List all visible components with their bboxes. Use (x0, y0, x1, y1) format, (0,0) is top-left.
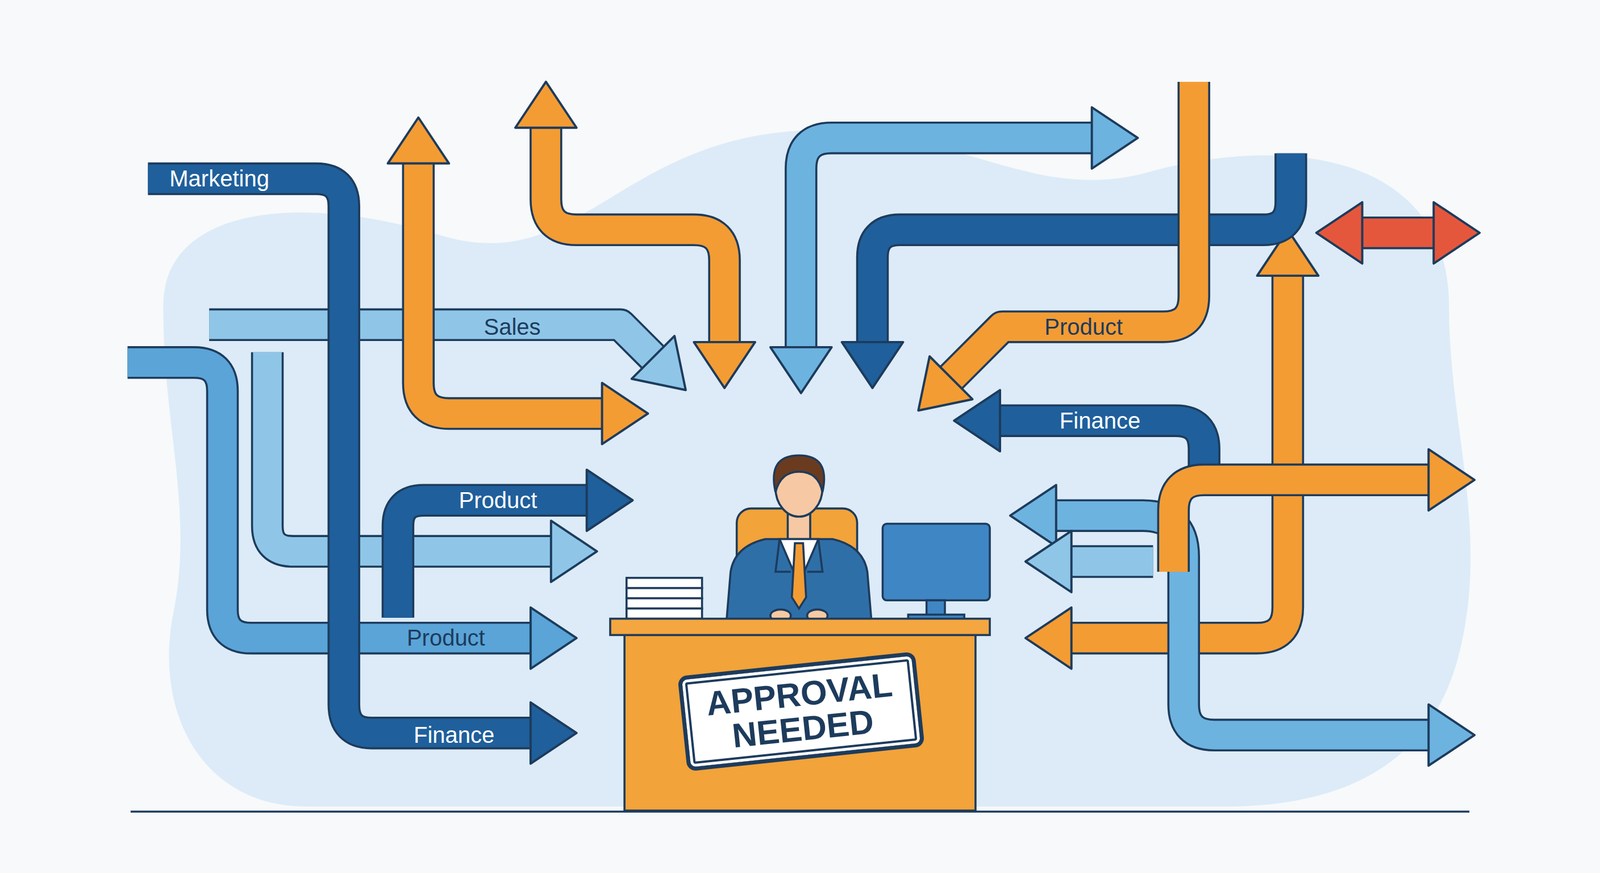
arrow-band (1025, 530, 1072, 593)
arrow-band (147, 178, 531, 733)
double-arrow (1433, 202, 1480, 264)
arrow-band (1173, 448, 1475, 572)
arrow-band (515, 81, 756, 389)
arrow-label: Product (1044, 315, 1123, 339)
arrow-band (530, 607, 577, 669)
double-arrow (1362, 218, 1435, 248)
arrow-band (387, 117, 449, 164)
arrow-band (418, 163, 602, 414)
office-desk (624, 634, 976, 811)
arrow-band (397, 500, 587, 618)
arrow-band (1010, 484, 1057, 547)
arrow-label: Product (458, 488, 537, 512)
arrow-label: Product (406, 626, 486, 649)
arrow-band (1428, 703, 1475, 766)
arrow-band (1025, 607, 1072, 669)
arrow-band (515, 81, 577, 128)
arrow-band (530, 702, 577, 764)
arrow-band (842, 153, 1291, 389)
arrow-band (918, 356, 973, 411)
arrow-band (397, 500, 587, 618)
arrow-band (1056, 515, 1429, 735)
arrow-band (147, 178, 577, 764)
paper-stack (626, 577, 703, 589)
person (773, 455, 825, 493)
arrow-band (1173, 479, 1429, 572)
arrow-band (693, 342, 756, 389)
arrow-band (209, 324, 686, 390)
arrow-band (770, 347, 832, 394)
arrow-band (418, 163, 602, 414)
arrow-band (631, 335, 686, 390)
computer-monitor (882, 523, 990, 622)
arrow-band (602, 382, 649, 445)
person (726, 538, 872, 621)
arrow-band (387, 117, 648, 445)
arrow-label: Finance (413, 723, 495, 747)
stamp-text: APPROVAL NEEDED (694, 665, 907, 757)
office-desk (610, 618, 990, 636)
arrow-band (953, 389, 1204, 480)
person (792, 543, 807, 609)
arrow-band (842, 342, 904, 389)
double-arrow (1316, 202, 1363, 264)
person (726, 455, 872, 622)
person (775, 538, 823, 572)
computer-monitor (926, 600, 945, 616)
paper-stack (626, 588, 703, 599)
arrow-band (1025, 530, 1153, 593)
paper-stack (626, 577, 703, 619)
arrow-band (546, 127, 725, 343)
arrow-band (1071, 547, 1154, 576)
arrow-band (586, 469, 633, 531)
arrow-band (1092, 107, 1139, 169)
paper-stack (626, 598, 703, 609)
arrow-band (546, 127, 725, 343)
arrow-band (1071, 544, 1154, 578)
arrow-label: Sales (484, 315, 541, 339)
arrow-band (1173, 479, 1429, 572)
ground-line (130, 810, 1470, 813)
paper-stack (626, 608, 703, 619)
double-arrow (1316, 202, 1480, 264)
office-desk (610, 618, 990, 811)
computer-monitor (882, 523, 990, 601)
arrow-band (770, 107, 1139, 394)
arrow-label: Finance (1059, 409, 1141, 432)
arrow-band (397, 469, 633, 618)
arrow-band (1056, 515, 1429, 735)
arrow-band (147, 178, 531, 733)
arrow-band (1010, 484, 1475, 766)
arrow-band (1428, 448, 1475, 511)
double-arrow (1362, 216, 1435, 249)
arrow-label: Marketing (169, 167, 270, 190)
